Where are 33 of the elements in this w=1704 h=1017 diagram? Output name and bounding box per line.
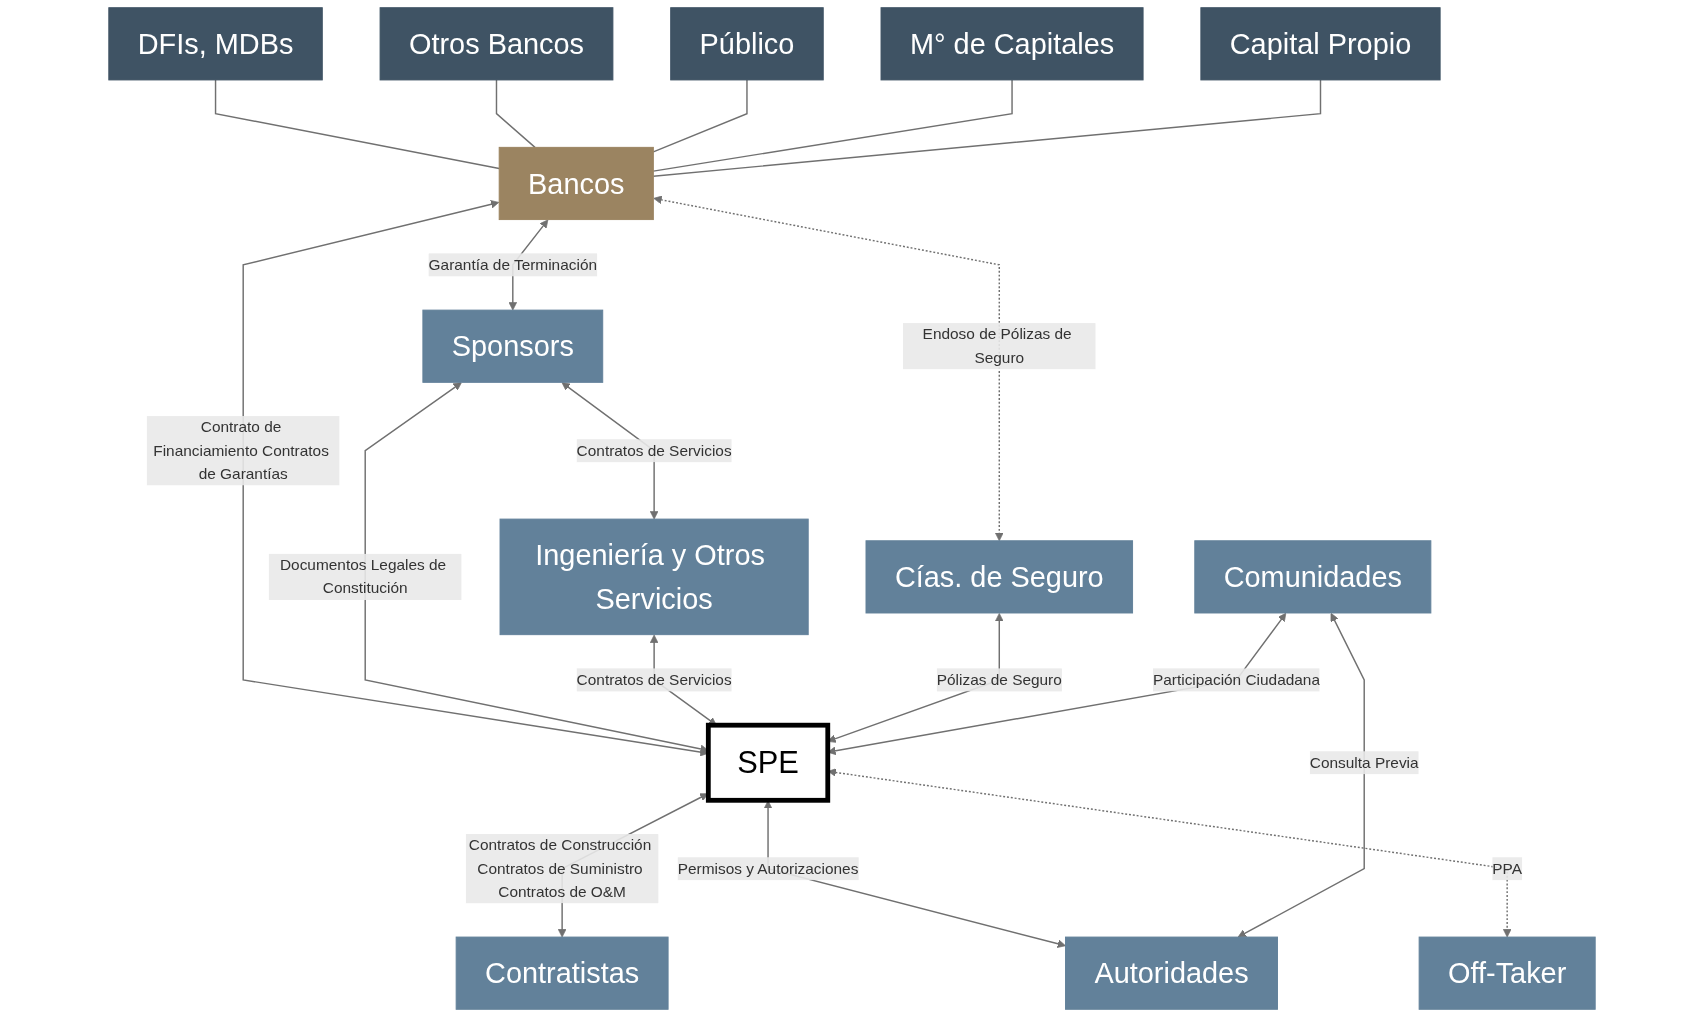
edge-label: Garantía de Terminación bbox=[428, 256, 598, 273]
arrow bbox=[1237, 612, 1365, 938]
connector bbox=[652, 79, 748, 153]
connector bbox=[214, 79, 500, 170]
node-box: Autoridades bbox=[1065, 936, 1278, 1010]
node-box: M° de Capitales bbox=[880, 7, 1144, 81]
edge-label: Consulta Previa bbox=[1309, 754, 1419, 771]
edge-label: Pólizas de Seguro bbox=[936, 671, 1062, 688]
edge-label: Documentos Legales de Constitución bbox=[279, 556, 447, 597]
node-box: Bancos bbox=[498, 146, 654, 221]
edge-label: Participación Ciudadana bbox=[1152, 671, 1321, 688]
node-box: SPE bbox=[705, 722, 831, 803]
node-box: Comunidades bbox=[1194, 540, 1432, 614]
connector bbox=[652, 79, 1322, 177]
arrow bbox=[653, 195, 1004, 542]
node-box: Sponsors bbox=[422, 309, 604, 383]
edge-label: Contrato de Financiamiento Contratos de Garantías bbox=[153, 418, 329, 482]
node-box: Público bbox=[670, 7, 824, 81]
node-box: Ingeniería y Otros Servicios bbox=[499, 518, 809, 636]
edge-label: Contratos de Servicios bbox=[576, 671, 732, 688]
node-box: Otros Bancos bbox=[379, 7, 614, 81]
node-box: Capital Propio bbox=[1200, 7, 1441, 81]
edge-label: Contratos de Construcción Contratos de Suministro Contratos de O&M bbox=[468, 836, 652, 900]
node-box: Cías. de Seguro bbox=[865, 540, 1134, 614]
connector bbox=[495, 79, 536, 149]
edge-label: Endoso de Pólizas de Seguro bbox=[922, 326, 1072, 366]
edge-label: Contratos de Servicios bbox=[576, 442, 732, 459]
edge-label: PPA bbox=[1492, 860, 1523, 877]
node-box: Off-Taker bbox=[1418, 936, 1596, 1010]
node-box: DFIs, MDBs bbox=[108, 7, 323, 81]
connector bbox=[652, 79, 1013, 172]
node-box: Contratistas bbox=[455, 936, 669, 1010]
edge-label: Permisos y Autorizaciones bbox=[677, 860, 859, 877]
